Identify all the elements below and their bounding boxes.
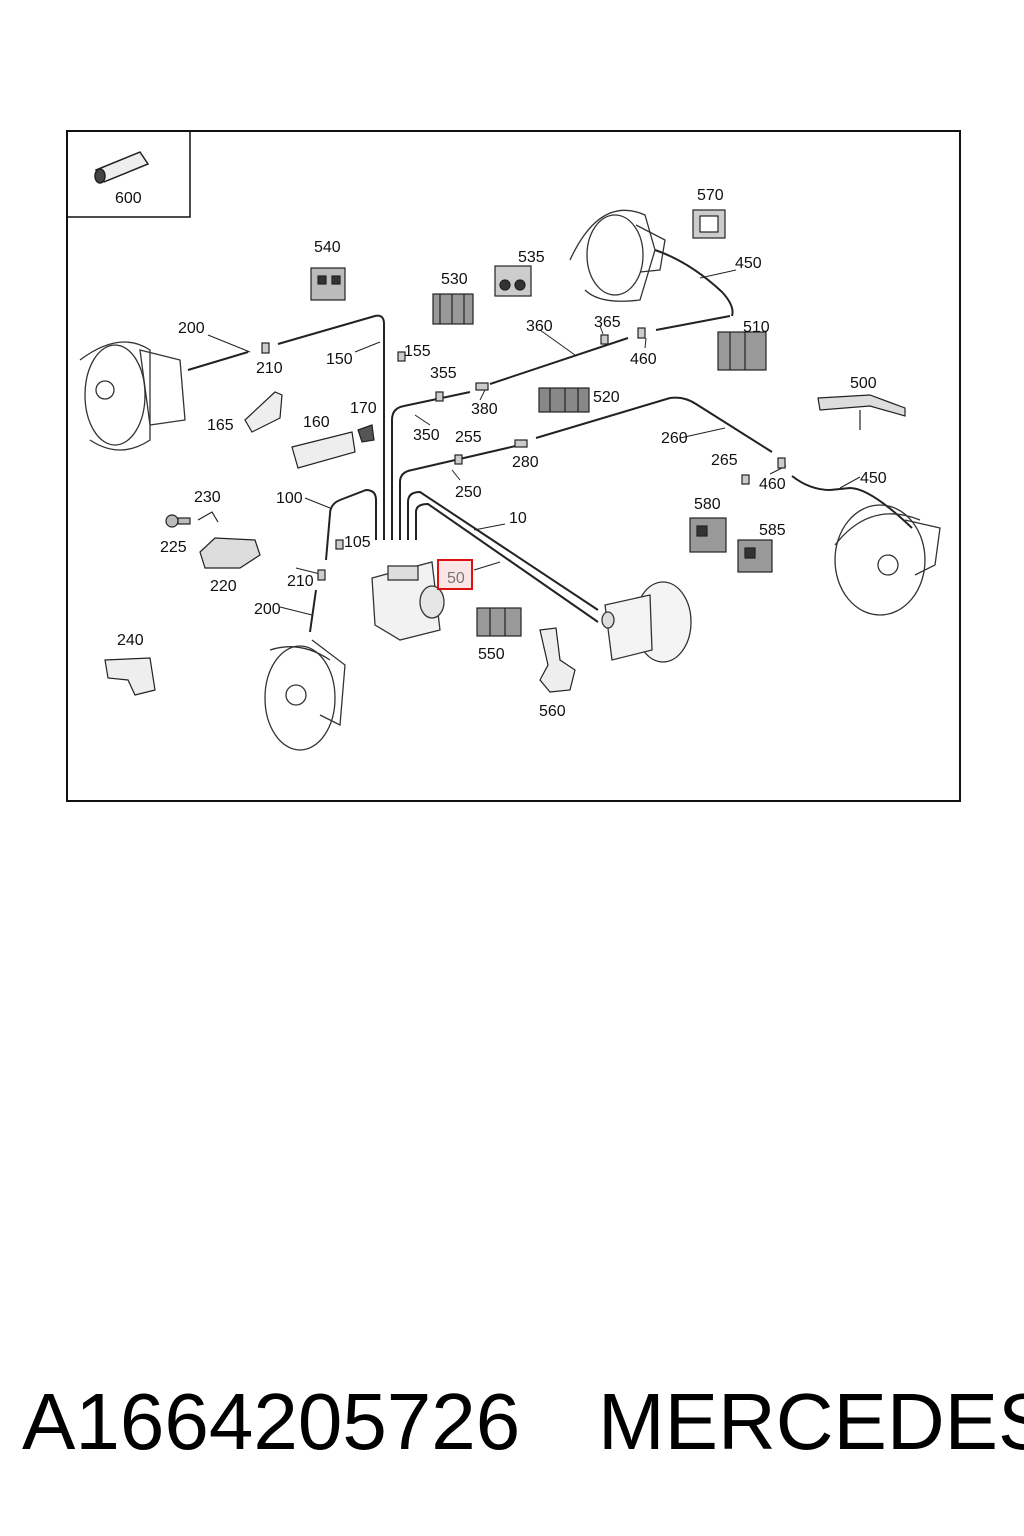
callout-520: 520 bbox=[593, 389, 620, 406]
callout-365: 365 bbox=[594, 314, 621, 331]
brake-lines bbox=[187, 249, 913, 633]
callout-460-top: 460 bbox=[630, 351, 657, 368]
callout-530: 530 bbox=[441, 271, 468, 288]
part-580-icon bbox=[689, 517, 727, 553]
part-520-icon bbox=[538, 387, 590, 413]
callout-450-bottom: 450 bbox=[860, 470, 887, 487]
callout-255: 255 bbox=[455, 429, 482, 446]
callout-250: 250 bbox=[455, 484, 482, 501]
callout-350: 350 bbox=[413, 427, 440, 444]
part-530-icon bbox=[432, 293, 474, 325]
part-560-bracket-icon bbox=[539, 627, 576, 693]
part-225-bolt-icon bbox=[165, 514, 191, 528]
small-fittings bbox=[261, 327, 786, 581]
highlight-box bbox=[437, 559, 473, 590]
callout-200-top: 200 bbox=[178, 320, 205, 337]
brake-system-diagram: 600 570 540 535 530 450 200 150 155 210 … bbox=[66, 130, 961, 802]
callout-540: 540 bbox=[314, 239, 341, 256]
callout-210-top: 210 bbox=[256, 360, 283, 377]
callout-355: 355 bbox=[430, 365, 457, 382]
callout-560: 560 bbox=[539, 703, 566, 720]
brake-booster bbox=[601, 581, 692, 663]
part-535-icon bbox=[494, 265, 532, 297]
callout-155: 155 bbox=[404, 343, 431, 360]
part-number: A1664205726 bbox=[22, 1377, 521, 1466]
sleeve-icon bbox=[94, 151, 150, 184]
leader-lines bbox=[207, 269, 861, 616]
part-540-icon bbox=[310, 267, 346, 301]
part-170-clip-icon bbox=[357, 424, 375, 443]
callout-10: 10 bbox=[509, 510, 527, 527]
callout-220: 220 bbox=[210, 578, 237, 595]
callout-360: 360 bbox=[526, 318, 553, 335]
callout-450-top: 450 bbox=[735, 255, 762, 272]
callout-585: 585 bbox=[759, 522, 786, 539]
part-550-icon bbox=[476, 607, 522, 637]
callout-510: 510 bbox=[743, 319, 770, 336]
part-caption: A1664205726 MERCEDES bbox=[22, 1372, 1024, 1472]
callout-210-bottom: 210 bbox=[287, 573, 314, 590]
callout-380: 380 bbox=[471, 401, 498, 418]
callout-165: 165 bbox=[207, 417, 234, 434]
part-220-bracket-icon bbox=[199, 537, 261, 569]
callout-50-highlighted: 50 bbox=[447, 570, 465, 587]
part-230-clip-icon bbox=[197, 511, 219, 523]
callout-460-bottom: 460 bbox=[759, 476, 786, 493]
part-570-icon bbox=[692, 209, 726, 239]
callout-260: 260 bbox=[661, 430, 688, 447]
callout-570: 570 bbox=[697, 187, 724, 204]
front-left-brake-disc bbox=[264, 639, 346, 751]
diagram-frame bbox=[66, 130, 961, 802]
callout-500: 500 bbox=[850, 375, 877, 392]
callout-150: 150 bbox=[326, 351, 353, 368]
rear-right-brake-disc bbox=[569, 209, 666, 302]
hydraulic-unit bbox=[371, 561, 445, 641]
callout-535: 535 bbox=[518, 249, 545, 266]
part-160-plate-icon bbox=[291, 431, 356, 469]
inset-box bbox=[66, 130, 191, 218]
part-585-icon bbox=[737, 539, 773, 573]
callout-550: 550 bbox=[478, 646, 505, 663]
brand-name: MERCEDES bbox=[598, 1377, 1024, 1466]
callout-280: 280 bbox=[512, 454, 539, 471]
callout-225: 225 bbox=[160, 539, 187, 556]
callout-labels: 600 570 540 535 530 450 200 150 155 210 … bbox=[115, 187, 887, 720]
part-510-icon bbox=[717, 331, 767, 371]
callout-170: 170 bbox=[350, 400, 377, 417]
callout-580: 580 bbox=[694, 496, 721, 513]
callout-600: 600 bbox=[115, 190, 142, 207]
part-240-bracket-icon bbox=[104, 657, 156, 696]
callout-105: 105 bbox=[344, 534, 371, 551]
callout-240: 240 bbox=[117, 632, 144, 649]
rear-left-brake-disc bbox=[79, 341, 186, 451]
parts-icons bbox=[104, 209, 906, 696]
callout-100: 100 bbox=[276, 490, 303, 507]
callout-265: 265 bbox=[711, 452, 738, 469]
callout-160: 160 bbox=[303, 414, 330, 431]
callout-200-bottom: 200 bbox=[254, 601, 281, 618]
callout-230: 230 bbox=[194, 489, 221, 506]
front-right-brake-disc bbox=[834, 504, 941, 616]
part-165-bracket-icon bbox=[244, 391, 283, 433]
part-500-icon bbox=[817, 394, 906, 430]
